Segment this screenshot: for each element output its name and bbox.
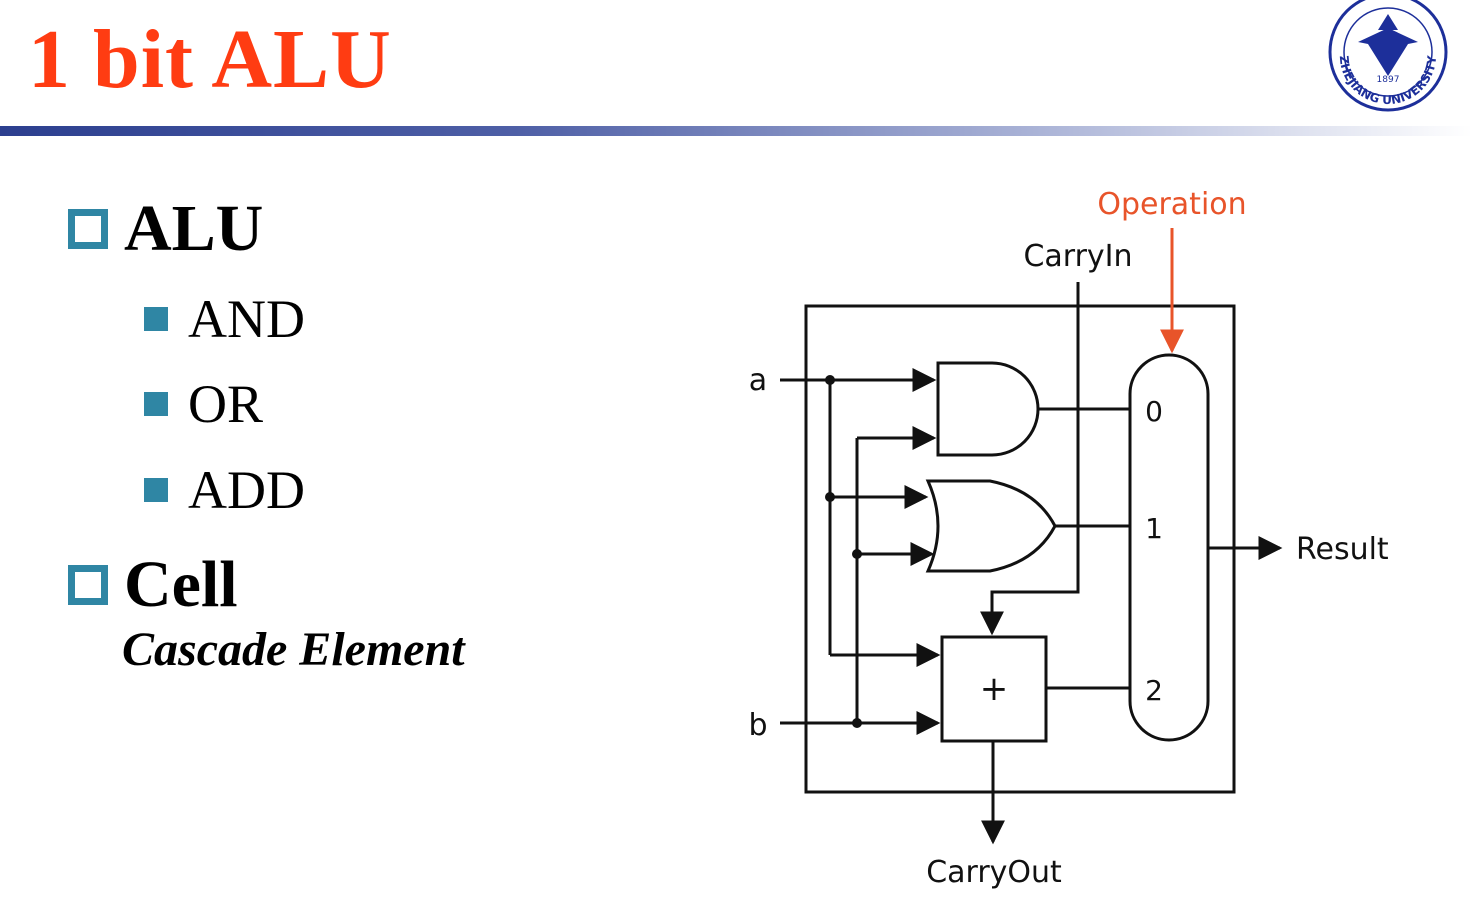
title-divider <box>0 126 1472 136</box>
slide-title: 1 bit ALU <box>28 13 392 106</box>
and-gate <box>936 361 1040 457</box>
alu-circuit-diagram: Operation CarryIn a b 0 1 2 + Result Car… <box>748 187 1389 890</box>
input-b-label: b <box>748 708 767 743</box>
cell-subtitle: Cascade Element <box>122 623 465 676</box>
sub-bullet-label: OR <box>188 374 264 434</box>
operation-label: Operation <box>1097 187 1246 222</box>
hollow-square-bullet-icon <box>68 209 108 249</box>
hollow-square-bullet-icon <box>68 565 108 605</box>
bullet-cell-label: Cell <box>124 548 238 621</box>
zhejiang-university-seal-icon: 1897 ZHEJIANG UNIVERSITY <box>1328 0 1448 112</box>
result-label: Result <box>1296 532 1389 567</box>
or-gate <box>925 479 1057 573</box>
sub-bullet-label: ADD <box>188 460 305 520</box>
mux-input-0-label: 0 <box>1145 395 1163 428</box>
input-a-label: a <box>749 363 767 398</box>
sub-bullet-or: OR <box>144 377 263 431</box>
mux-input-1-label: 1 <box>1145 512 1163 545</box>
carry-out-label: CarryOut <box>926 855 1062 890</box>
logo-year: 1897 <box>1377 75 1400 85</box>
adder-symbol: + <box>980 669 1009 709</box>
multiplexer <box>1128 353 1210 742</box>
sub-bullet-label: AND <box>188 289 305 349</box>
bullet-cell: Cell <box>68 552 238 618</box>
filled-square-bullet-icon <box>144 478 168 502</box>
mux-input-2-label: 2 <box>1145 674 1163 707</box>
bullet-alu-label: ALU <box>124 192 264 265</box>
filled-square-bullet-icon <box>144 307 168 331</box>
bullet-alu: ALU <box>68 196 263 262</box>
sub-bullet-add: ADD <box>144 463 305 517</box>
carry-in-label: CarryIn <box>1023 239 1132 274</box>
sub-bullet-and: AND <box>144 292 305 346</box>
filled-square-bullet-icon <box>144 392 168 416</box>
